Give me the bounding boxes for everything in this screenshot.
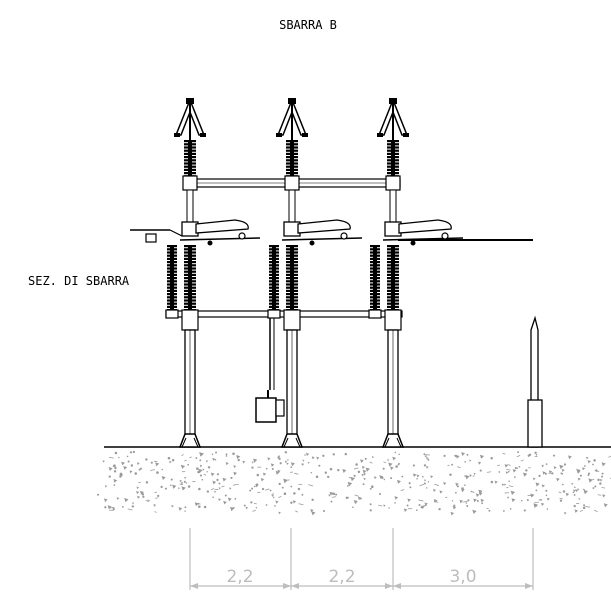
dimension-label-1: 2,2 bbox=[226, 567, 253, 587]
motor-operator bbox=[255, 318, 285, 423]
pole-phase-2 bbox=[267, 97, 363, 448]
dimension-label-3: 3,0 bbox=[449, 567, 476, 587]
pole-phase-3 bbox=[368, 97, 464, 448]
left-arm bbox=[145, 229, 183, 243]
gravel-texture bbox=[97, 450, 611, 516]
lightning-post bbox=[527, 315, 543, 448]
pole-phase-1 bbox=[165, 97, 261, 448]
section-label: SEZ. DI SBARRA bbox=[28, 274, 130, 288]
dimension-label-2: 2,2 bbox=[328, 567, 355, 587]
busbar-label: SBARRA B bbox=[279, 18, 337, 32]
dimension-lines bbox=[189, 528, 534, 590]
